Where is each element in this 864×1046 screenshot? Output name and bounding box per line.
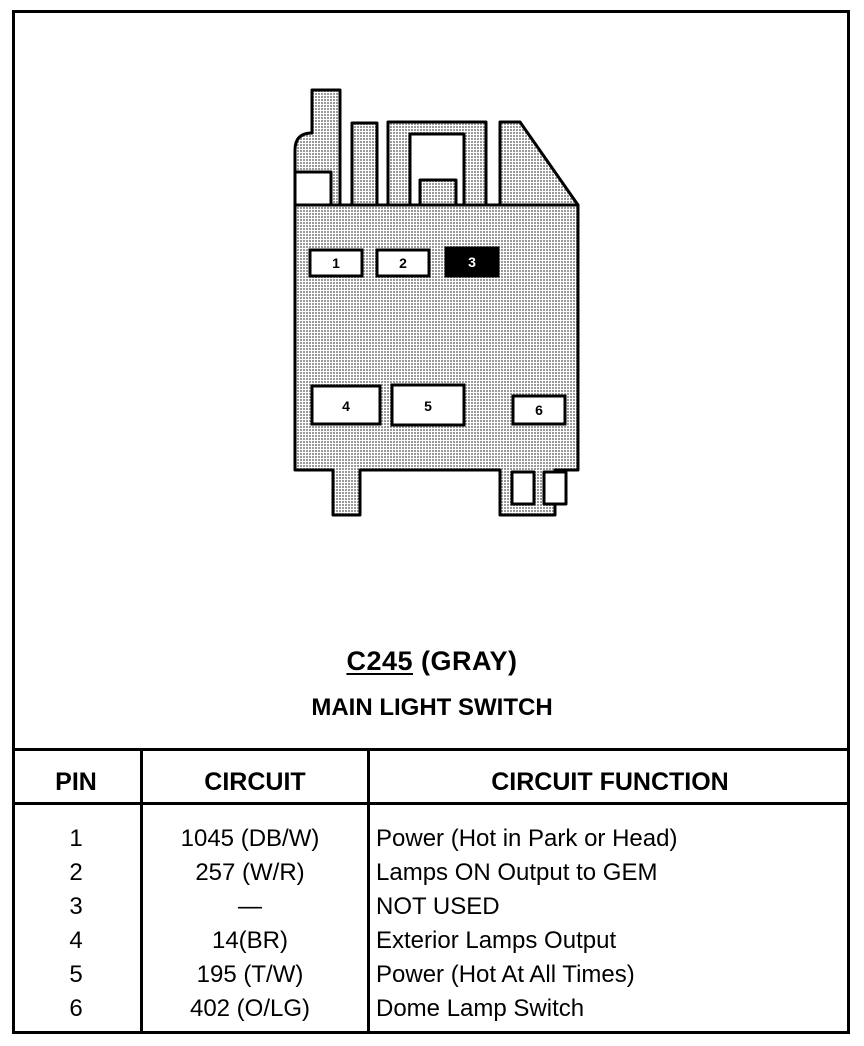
circuit-function-column: Power (Hot in Park or Head) Lamps ON Out… bbox=[376, 822, 846, 1026]
pin-cell: 3 bbox=[69, 893, 83, 920]
connector-title: C245 (GRAY) bbox=[0, 646, 864, 677]
connector-top-right-housing bbox=[498, 120, 580, 207]
circuit-cell: 257 (W/R) bbox=[195, 859, 305, 886]
table-top-border bbox=[12, 748, 850, 751]
cavity-5-label: 5 bbox=[424, 398, 432, 414]
connector-lower-terminal-b bbox=[542, 470, 568, 506]
cavity-6-label: 6 bbox=[535, 402, 543, 418]
cavity-5 bbox=[390, 383, 466, 427]
connector-lower-terminal-a bbox=[510, 470, 536, 506]
header-pin: PIN bbox=[55, 768, 97, 796]
function-cell: NOT USED bbox=[376, 893, 500, 920]
pin-cell: 1 bbox=[69, 825, 83, 852]
function-cell: Power (Hot in Park or Head) bbox=[376, 825, 678, 852]
pin-table: PIN CIRCUIT CIRCUIT FUNCTION 1 2 3 4 5 6… bbox=[12, 748, 850, 1034]
connector-top-key-core bbox=[418, 178, 458, 207]
cavity-3 bbox=[444, 246, 500, 278]
pin-cell: 4 bbox=[69, 927, 83, 954]
cavity-2-label: 2 bbox=[399, 255, 407, 271]
cavity-4 bbox=[310, 384, 382, 426]
cavity-1-label: 1 bbox=[332, 255, 340, 271]
header-circuit-function: CIRCUIT FUNCTION bbox=[491, 768, 729, 796]
cavity-3-label: 3 bbox=[468, 254, 476, 270]
connector-latch-notch bbox=[293, 170, 333, 207]
circuit-cell: 402 (O/LG) bbox=[189, 995, 311, 1022]
circuit-cell: — bbox=[238, 893, 262, 920]
connector-name: MAIN LIGHT SWITCH bbox=[311, 694, 553, 721]
table-column-divider-1 bbox=[140, 748, 143, 1034]
pin-cell: 5 bbox=[69, 961, 83, 988]
table-header-divider bbox=[12, 802, 850, 805]
cavity-2 bbox=[375, 248, 431, 278]
circuit-cell: 195 (T/W) bbox=[196, 961, 304, 988]
circuit-column: 1045 (DB/W) 257 (W/R) — 14(BR) 195 (T/W)… bbox=[142, 822, 358, 1026]
function-cell: Exterior Lamps Output bbox=[376, 927, 617, 954]
function-cell: Dome Lamp Switch bbox=[376, 995, 585, 1022]
cavity-1 bbox=[308, 248, 364, 278]
connector-id: C245 bbox=[346, 646, 413, 676]
circuit-cell: 14(BR) bbox=[211, 927, 289, 954]
pin-cell: 2 bbox=[69, 859, 83, 886]
connector-body bbox=[293, 203, 580, 517]
pin-column: 1 2 3 4 5 6 bbox=[12, 822, 140, 1026]
connector-color: (GRAY) bbox=[421, 646, 518, 676]
table-column-divider-2 bbox=[367, 748, 370, 1034]
pin-cell: 6 bbox=[69, 995, 83, 1022]
function-cell: Power (Hot At All Times) bbox=[376, 961, 635, 988]
circuit-cell: 1045 (DB/W) bbox=[180, 825, 320, 852]
cavity-6 bbox=[511, 394, 567, 426]
cavity-4-label: 4 bbox=[342, 398, 350, 414]
function-cell: Lamps ON Output to GEM bbox=[376, 859, 658, 886]
header-circuit: CIRCUIT bbox=[204, 768, 306, 796]
connector-top-slot-left bbox=[350, 121, 379, 207]
diagram-frame bbox=[12, 10, 850, 1034]
